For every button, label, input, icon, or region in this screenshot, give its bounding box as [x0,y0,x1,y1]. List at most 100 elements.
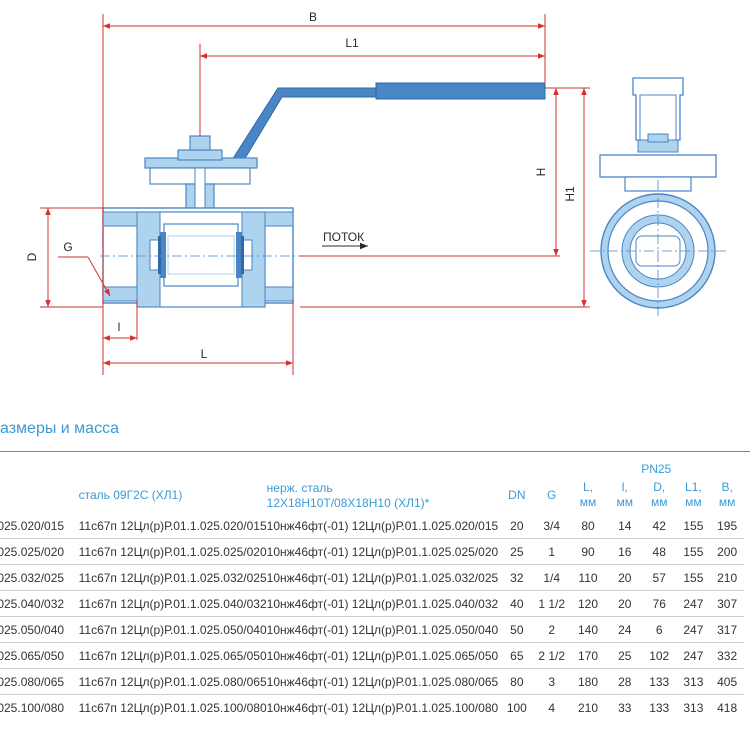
section-title: азмеры и масса [0,420,119,437]
cell-code: .025.050/040 [0,616,79,643]
pressure-header: PN25 [641,462,672,476]
cell-B: 418 [710,694,744,720]
cell-dn: 80 [498,668,536,695]
header-L1: L1,мм [685,479,702,509]
dim-label-L1: L1 [345,36,359,50]
cell-dn: 20 [510,518,524,533]
cell-code: .025.032/025 [0,564,79,591]
cell-stainless-model: 10нж46фт(-01) 12Цл(р)Р.01.1.025.025/020 [266,538,499,565]
header-B: B,мм [718,479,736,509]
cell-l: 20 [607,564,642,591]
dim-label-l: l [118,320,121,334]
cell-l: 14 [618,518,632,533]
cell-g: 2 1/2 [535,642,569,669]
cell-B: 195 [717,518,738,533]
cell-l: 24 [607,616,642,643]
cell-code: .025.100/080 [0,694,79,720]
cell-stainless-model: 10нж46фт(-01) 12Цл(р)Р.01.1.025.020/015 [266,518,499,533]
cell-L: 140 [568,616,608,643]
cell-stainless-model: 10нж46фт(-01) 12Цл(р)Р.01.1.025.080/065 [266,668,499,695]
cell-L1: 313 [676,668,711,695]
cell-l: 28 [607,668,642,695]
dim-label-L: L [201,347,208,361]
cell-g: 2 [535,616,569,643]
cell-L: 90 [568,538,608,565]
cell-steel-model: 11с67п 12Цл(р)Р.01.1.025.065/050 [78,642,267,669]
cell-stainless-model: 10нж46фт(-01) 12Цл(р)Р.01.1.025.050/040 [266,616,499,643]
cell-B: 210 [710,564,744,591]
cell-L: 110 [568,564,608,591]
cell-l: 33 [607,694,642,720]
table-header-row: сталь 09Г2С (ХЛ1) нерж. сталь 12Х18Н10Т/… [0,476,744,513]
cell-dn: 40 [498,590,536,617]
cell-L1: 247 [676,590,711,617]
dim-label-B: B [309,10,317,24]
cell-B: 200 [710,538,744,565]
cell-g: 4 [535,694,569,720]
cell-code: .025.040/032 [0,590,79,617]
header-g: G [547,488,557,502]
cell-L: 120 [568,590,608,617]
cell-L1: 313 [676,694,711,720]
dim-label-H1: H1 [563,186,577,202]
cell-code: .025.020/015 [0,518,65,533]
dimension-lines [40,14,590,375]
cell-l: 25 [607,642,642,669]
cell-steel-model: 11с67п 12Цл(р)Р.01.1.025.100/080 [78,694,267,720]
cell-steel-model: 11с67п 12Цл(р)Р.01.1.025.080/065 [78,668,267,695]
cell-l: 16 [607,538,642,565]
cell-dn: 65 [498,642,536,669]
cell-L1: 155 [676,564,711,591]
cell-L1: 155 [683,518,704,533]
cell-L1: 155 [676,538,711,565]
cell-L1: 247 [676,616,711,643]
cell-g: 3 [535,668,569,695]
cell-dn: 100 [498,694,536,720]
dim-label-D: D [25,252,39,261]
header-L: L,мм [579,479,597,509]
cell-g: 1 1/2 [535,590,569,617]
cell-L: 210 [568,694,608,720]
cell-D: 133 [641,694,677,720]
flow-label: ПОТОК [323,230,364,244]
cell-steel-model: 11с67п 12Цл(р)Р.01.1.025.040/032 [78,590,267,617]
header-dn: DN [508,488,526,502]
cell-D: 57 [641,564,677,591]
table-header-row-pressure: PN25 [0,452,744,476]
cell-L1: 247 [676,642,711,669]
cell-code: .025.025/020 [0,538,79,565]
cell-stainless-model: 10нж46фт(-01) 12Цл(р)Р.01.1.025.040/032 [266,590,499,617]
header-stainless-line1: нерж. сталь [266,480,333,495]
header-steel: сталь 09Г2С (ХЛ1) [78,488,183,502]
cell-stainless-model: 10нж46фт(-01) 12Цл(р)Р.01.1.025.100/080 [266,694,499,720]
cell-B: 332 [710,642,744,669]
cell-D: 42 [652,518,666,533]
cell-steel-model: 11с67п 12Цл(р)Р.01.1.025.050/040 [78,616,267,643]
cell-code: .025.065/050 [0,642,79,669]
cell-D: 102 [641,642,677,669]
cell-L: 170 [568,642,608,669]
cell-L: 180 [568,668,608,695]
cell-D: 133 [641,668,677,695]
cell-B: 317 [710,616,744,643]
valve-side-view [590,77,726,318]
cell-L: 80 [581,518,595,533]
cell-g: 1/4 [535,564,569,591]
cell-D: 76 [641,590,677,617]
cell-l: 20 [607,590,642,617]
cell-dn: 25 [498,538,536,565]
header-stainless: нерж. сталь 12Х18Н10Т/08Х18Н10 (ХЛ1)* [267,476,499,513]
cell-B: 307 [710,590,744,617]
section-divider [0,451,750,452]
cell-g: 3/4 [543,518,561,533]
valve-front-view [102,82,546,308]
